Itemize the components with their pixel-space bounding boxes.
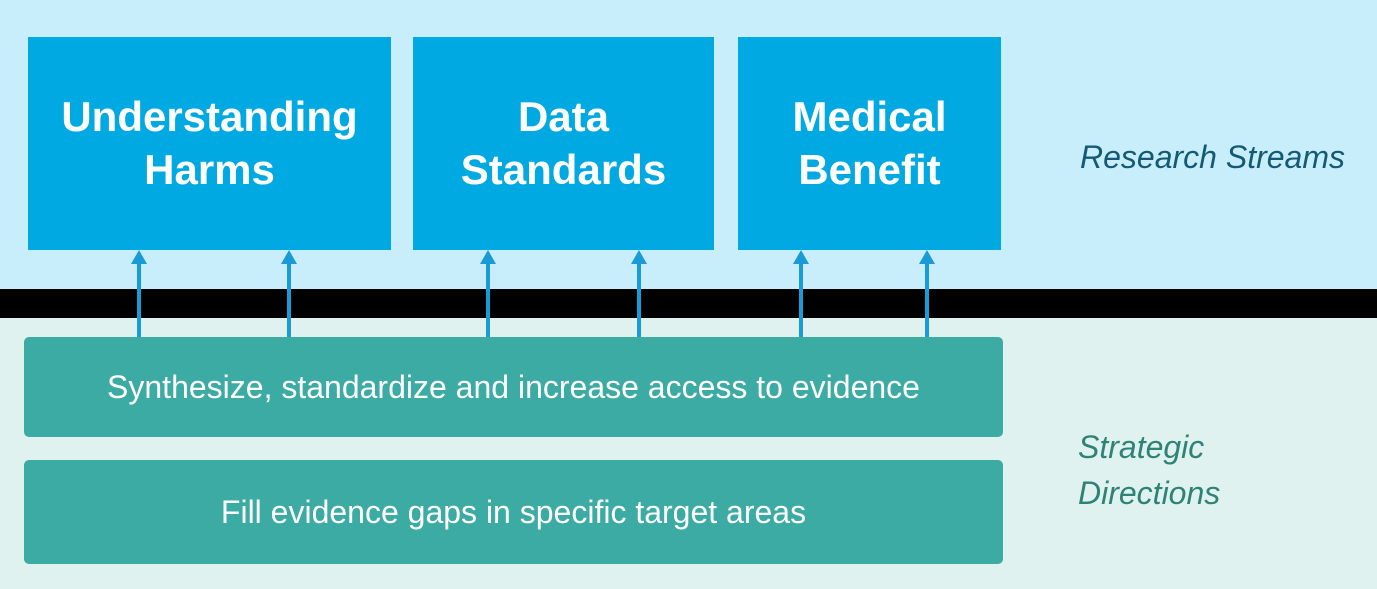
arrow-head xyxy=(631,250,647,264)
stream-box-understanding-harms: Understanding Harms xyxy=(28,37,391,250)
stream-box-label: Data Standards xyxy=(460,92,667,193)
arrow-shaft xyxy=(637,263,641,337)
research-streams-label: Research Streams xyxy=(1080,139,1345,175)
up-arrow-icon xyxy=(631,250,647,337)
up-arrow-icon xyxy=(131,250,147,337)
stream-box-label: Understanding Harms xyxy=(61,92,358,193)
direction-box-label: Synthesize, standardize and increase acc… xyxy=(107,368,920,405)
up-arrow-icon xyxy=(919,250,935,337)
arrow-head xyxy=(919,250,935,264)
stream-box-label: Medical Benefit xyxy=(792,92,947,193)
arrow-shaft xyxy=(486,263,490,337)
arrow-shaft xyxy=(137,263,141,337)
up-arrow-icon xyxy=(281,250,297,337)
arrow-head xyxy=(131,250,147,264)
arrow-shaft xyxy=(287,263,291,337)
stream-box-medical-benefit: Medical Benefit xyxy=(738,37,1001,250)
arrow-head xyxy=(281,250,297,264)
direction-box-fill-evidence-gaps: Fill evidence gaps in specific target ar… xyxy=(24,460,1003,564)
direction-box-synthesize-evidence: Synthesize, standardize and increase acc… xyxy=(24,337,1003,437)
arrow-shaft xyxy=(799,263,803,337)
arrow-shaft xyxy=(925,263,929,337)
arrow-head xyxy=(480,250,496,264)
stream-box-data-standards: Data Standards xyxy=(413,37,714,250)
up-arrow-icon xyxy=(793,250,809,337)
arrow-head xyxy=(793,250,809,264)
strategic-directions-label: Strategic Directions xyxy=(1078,429,1221,512)
direction-box-label: Fill evidence gaps in specific target ar… xyxy=(220,493,807,530)
divider-bar xyxy=(0,289,1377,318)
up-arrow-icon xyxy=(480,250,496,337)
